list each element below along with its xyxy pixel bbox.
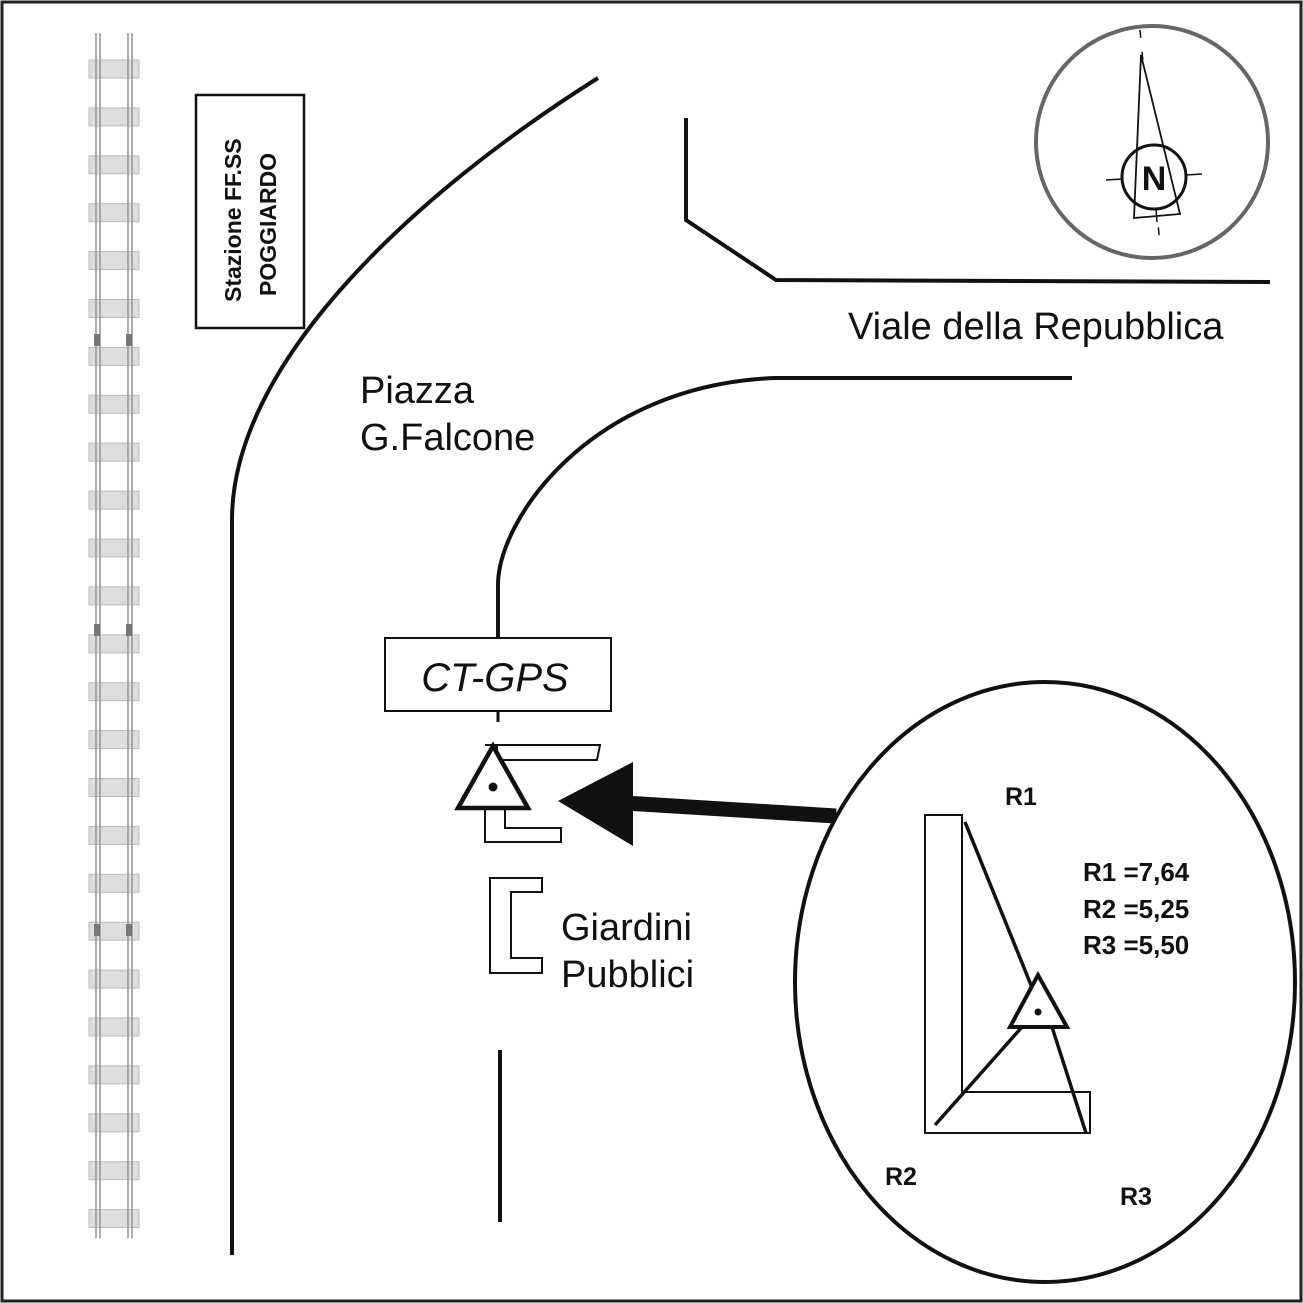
- railway-sleeper: [88, 586, 140, 606]
- compass-tick-west: [1105, 178, 1123, 181]
- gps-marker-dot-icon: [488, 782, 498, 792]
- railway-sleeper: [88, 442, 140, 462]
- railway-track: [88, 33, 140, 1238]
- inset-line-r2: [933, 1025, 1024, 1127]
- inset-building-outline: [924, 814, 1091, 1134]
- compass: N: [1034, 24, 1270, 260]
- station-name-label: Stazione FF.SS: [220, 138, 246, 302]
- railway-sleeper: [88, 394, 140, 414]
- road-piazza-east-edge: [496, 376, 1072, 640]
- station-town-label: POGGIARDO: [255, 153, 281, 296]
- railway-sleeper: [88, 490, 140, 510]
- compass-tick-south: [1155, 208, 1158, 223]
- inset-label-r3: R3: [1120, 1183, 1152, 1211]
- gps-station-marker: [454, 741, 602, 843]
- railway-sleeper: [88, 969, 140, 989]
- inset-measurement-r2: R2 =5,25: [1083, 894, 1189, 924]
- railway-sleeper: [88, 1161, 140, 1181]
- railway-sleeper: [88, 59, 140, 79]
- railway-rail-joint: [126, 924, 132, 936]
- railway-sleeper: [88, 730, 140, 750]
- viale-label: Viale della Repubblica: [848, 306, 1224, 348]
- railway-sleeper: [88, 155, 140, 175]
- gardens-label-line2: Pubblici: [561, 954, 694, 996]
- railway-sleeper: [88, 825, 140, 845]
- compass-tick-east: [1185, 173, 1203, 176]
- inset-line-r3: [1050, 1026, 1088, 1134]
- railway-sleeper: [88, 873, 140, 893]
- gardens-building: [489, 877, 543, 974]
- road-curve-west: [230, 76, 600, 1255]
- railway-sleeper: [88, 203, 140, 223]
- compass-north-letter: N: [1142, 160, 1167, 198]
- railway-sleeper: [88, 346, 140, 366]
- railway-sleeper: [88, 1065, 140, 1085]
- ct-gps-label-box: CT-GPS: [384, 637, 612, 712]
- inset-label-r2: R2: [885, 1163, 917, 1191]
- piazza-label-line1: Piazza: [360, 370, 475, 412]
- railway-sleeper: [88, 538, 140, 558]
- inset-line-r1: [963, 821, 1035, 991]
- gardens-label-line1: Giardini: [561, 907, 692, 949]
- ct-gps-label: CT-GPS: [421, 656, 569, 700]
- railway-rail-joint: [94, 924, 100, 936]
- gps-marker-triangle-icon: [454, 741, 532, 811]
- inset-label-r1: R1: [1005, 783, 1037, 811]
- inset-ellipse: [793, 680, 1297, 1284]
- railway-rail-joint: [126, 624, 132, 636]
- inset-detail: R1 R2 R3 R1 =7,64 R2 =5,25 R3 =5,50: [793, 680, 1297, 1284]
- road-viale-north-edge: [684, 118, 1271, 284]
- railway-sleeper: [88, 1017, 140, 1037]
- railway-rail-joint: [94, 334, 100, 346]
- railway-sleeper: [88, 682, 140, 702]
- piazza-label-line2: G.Falcone: [360, 417, 535, 459]
- railway-sleeper: [88, 1209, 140, 1229]
- pointer-arrow-icon: [558, 762, 837, 846]
- railway-sleeper: [88, 778, 140, 797]
- inset-measurement-r3: R3 =5,50: [1083, 930, 1189, 960]
- inset-measurement-r1: R1 =7,64: [1083, 857, 1190, 887]
- railway-sleeper: [88, 634, 140, 654]
- railway-sleeper: [88, 299, 140, 318]
- compass-center-circle: [1120, 143, 1188, 211]
- railway-sleeper: [88, 251, 140, 271]
- inset-marker-triangle-icon: [1006, 970, 1071, 1029]
- railway-sleeper: [88, 107, 140, 127]
- railway-rail-joint: [94, 624, 100, 636]
- railway-sleeper: [88, 1113, 140, 1133]
- inset-marker-dot-icon: [1034, 1008, 1042, 1016]
- station-box: Stazione FF.SS POGGIARDO: [194, 93, 306, 330]
- railway-rail-joint: [126, 334, 132, 346]
